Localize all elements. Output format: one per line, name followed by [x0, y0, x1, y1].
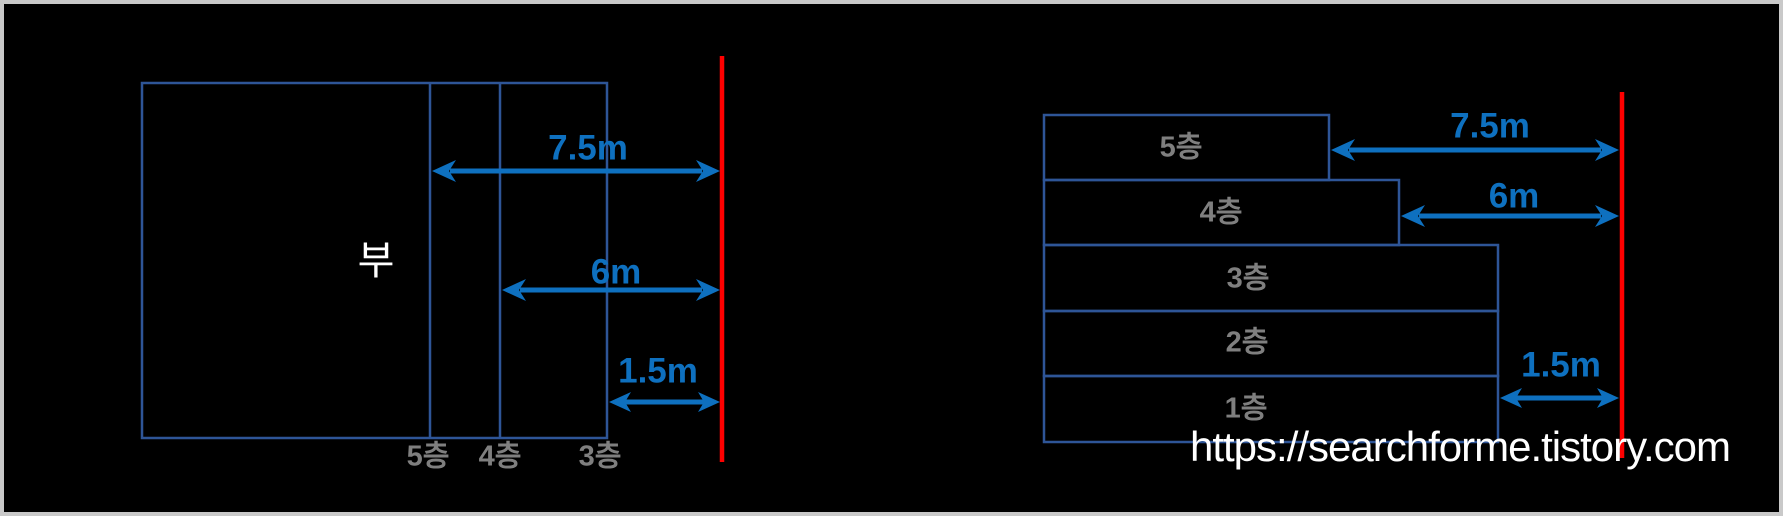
plan-dimension-label-7-5m: 7.5m: [548, 128, 628, 168]
plan-floor-edge-label-4f: 4층: [478, 440, 522, 473]
plan-dimension-arrow-7-5m: [432, 160, 720, 182]
watermark-url: https://searchforme.tistory.com: [1189, 423, 1731, 470]
plan-floor-edge-label-5f: 5층: [406, 440, 450, 473]
plan-dimension-arrow-6m: [502, 279, 720, 301]
elevation-dimension-arrow-6m: [1401, 205, 1619, 227]
plan-building-outline: [140, 81, 609, 440]
plan-dimension-label-1-5m: 1.5m: [618, 351, 698, 391]
elevation-floor1-box: [1042, 374, 1500, 444]
elevation-floor2-box: [1042, 309, 1500, 378]
plan-dimension-label-6m: 6m: [590, 252, 642, 292]
elevation-floor-label-4f: 4층: [1199, 196, 1243, 229]
plan-dimension-arrow-1-5m: [609, 392, 720, 412]
elevation-dimension-arrow-1-5m: [1500, 388, 1619, 408]
plan-floor-edge-label-3f: 3층: [578, 440, 622, 473]
elevation-floor-label-1f: 1층: [1224, 392, 1268, 425]
elevation-view-group: [1042, 92, 1625, 458]
elevation-floor-label-3f: 3층: [1226, 262, 1270, 295]
elevation-dimension-label-7-5m: 7.5m: [1450, 106, 1530, 146]
plan-building-label: 부: [357, 239, 395, 283]
elevation-dimension-label-1-5m: 1.5m: [1521, 345, 1601, 385]
plan-view-group: [140, 56, 725, 462]
elevation-floor3-box: [1042, 243, 1500, 313]
elevation-dimension-label-6m: 6m: [1488, 176, 1540, 216]
elevation-dimension-arrow-7-5m: [1331, 139, 1619, 161]
elevation-floor-label-2f: 2층: [1225, 326, 1269, 359]
elevation-floor-label-5f: 5층: [1159, 131, 1203, 164]
